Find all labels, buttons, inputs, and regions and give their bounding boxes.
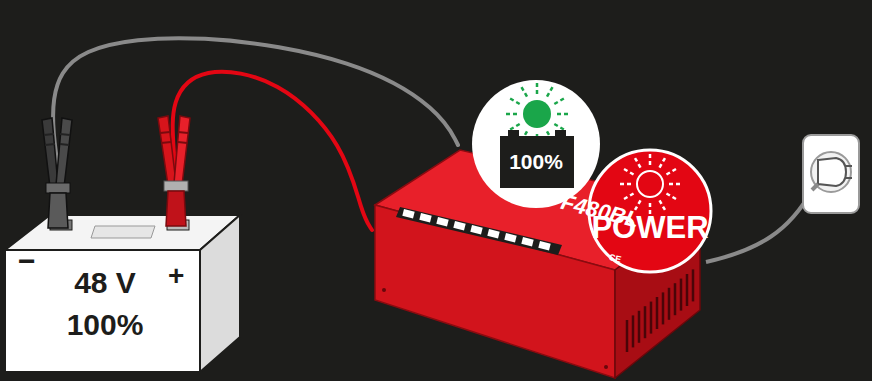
cable [53,38,458,212]
charge-indicator-text: 100% [470,151,602,172]
wall-socket [803,135,859,213]
terminal-sign: + [168,262,184,290]
charge-indicator: 100% [470,78,602,210]
cable [173,72,372,230]
battery-text: 48 V [45,268,165,298]
terminal-sign: − [18,246,36,276]
battery-text: 100% [45,310,165,340]
battery: 48 V 100% [5,212,245,377]
charge-indicator-shape [470,78,602,210]
power-indicator-text: POWER [581,212,719,243]
black-clamp [42,118,72,228]
mains-cable [706,190,812,262]
red-clamp [158,116,190,226]
